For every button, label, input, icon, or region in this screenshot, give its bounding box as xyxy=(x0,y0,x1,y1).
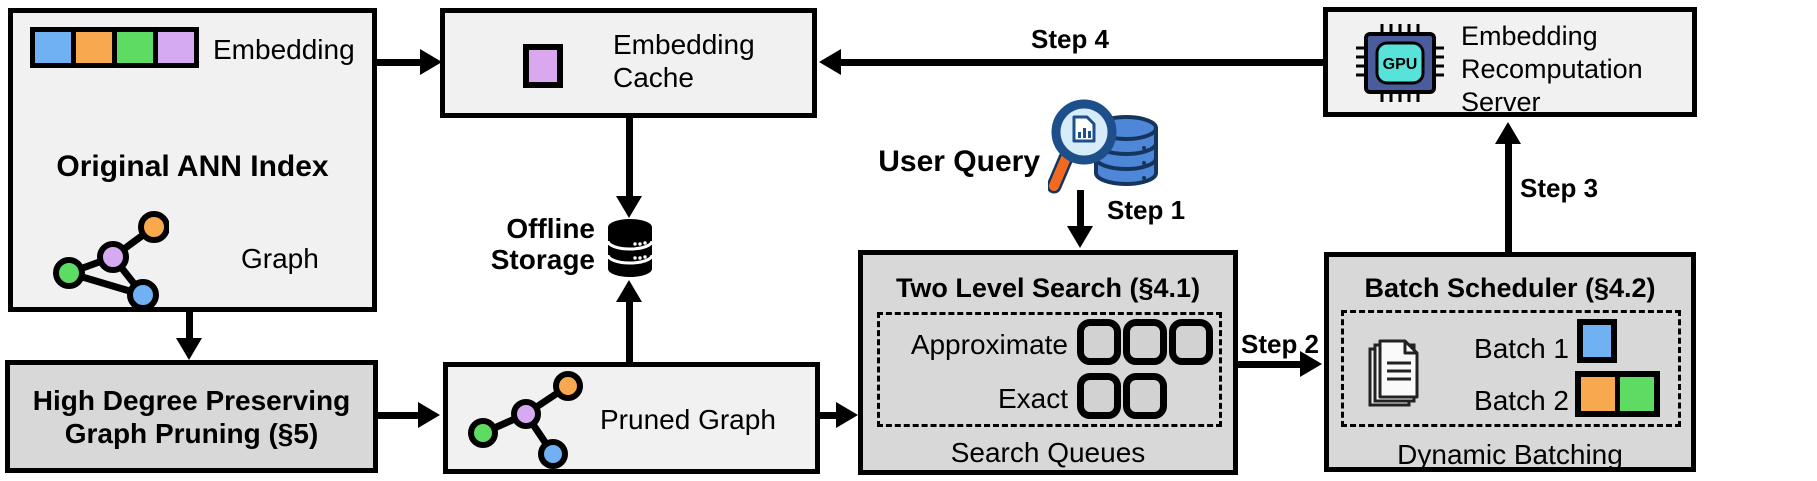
embedding-cache-line1: Embedding xyxy=(613,29,755,60)
user-query-icon xyxy=(1048,99,1158,194)
cached-embedding-swatch xyxy=(523,44,563,88)
swatch-divider xyxy=(1615,377,1620,411)
two-level-search-box: Two Level Search (§4.1) Approximate Exac… xyxy=(858,250,1238,475)
pruned-graph-label: Pruned Graph xyxy=(600,404,776,435)
batch-scheduler-box: Batch Scheduler (§4.2) Batch 1 Batch 2 D… xyxy=(1324,252,1696,472)
queue-slot xyxy=(1077,373,1121,419)
queue-slot xyxy=(1169,319,1213,365)
approximate-queue-label: Approximate xyxy=(910,329,1068,360)
embedding-swatch-orange xyxy=(71,27,117,68)
graph-label: Graph xyxy=(241,243,319,274)
batch-1-label: Batch 1 xyxy=(1474,333,1569,364)
step4-label: Step 4 xyxy=(1030,24,1110,54)
batch-scheduler-title: Batch Scheduler (§4.2) xyxy=(1364,273,1656,303)
two-level-search-title: Two Level Search (§4.1) xyxy=(895,273,1201,303)
step1-label: Step 1 xyxy=(1107,195,1186,225)
server-line2: Recomputation xyxy=(1461,54,1643,84)
queue-slot xyxy=(1123,319,1167,365)
query-document-glyph xyxy=(1072,115,1096,143)
recomputation-server-box: GPU Embedding Recomputation Server xyxy=(1323,7,1697,117)
embedding-swatch-green xyxy=(112,27,158,68)
batch-2-swatch-green xyxy=(1620,377,1654,411)
batch-2-swatch-orange xyxy=(1581,377,1615,411)
original-ann-index-title: Original ANN Index xyxy=(56,150,329,183)
search-queues-caption: Search Queues xyxy=(950,437,1146,468)
original-ann-index-box: Embedding Original ANN Index Graph xyxy=(8,8,377,312)
server-line1: Embedding xyxy=(1461,21,1598,51)
embedding-vector-icon xyxy=(30,27,199,68)
dynamic-batching-caption: Dynamic Batching xyxy=(1397,439,1623,470)
step2-label: Step 2 xyxy=(1240,329,1320,359)
embedding-label: Embedding xyxy=(213,34,355,65)
batch-2-swatches xyxy=(1575,371,1660,417)
step3-label: Step 3 xyxy=(1520,173,1599,203)
database-storage-icon xyxy=(606,219,654,277)
batch-1-swatch xyxy=(1577,319,1617,363)
pruned-graph-box: Pruned Graph xyxy=(443,362,820,474)
search-queues-group xyxy=(877,312,1222,427)
original-graph-icon xyxy=(53,211,169,311)
gpu-chip-label: GPU xyxy=(1383,56,1418,73)
queue-slot xyxy=(1123,373,1167,419)
batch-2-label: Batch 2 xyxy=(1474,385,1569,416)
user-query-label: User Query xyxy=(878,145,1040,178)
embedding-swatch-blue xyxy=(30,27,76,68)
high-degree-pruning-line2: Graph Pruning (§5) xyxy=(64,417,319,449)
exact-queue-slots xyxy=(1077,373,1167,419)
high-degree-pruning-line1: High Degree Preserving xyxy=(32,384,351,416)
offline-storage-line1: Offline xyxy=(506,213,595,244)
embedding-cache-line2: Cache xyxy=(613,62,694,93)
high-degree-pruning-box: High Degree Preserving Graph Pruning (§5… xyxy=(5,360,378,473)
exact-queue-label: Exact xyxy=(997,383,1068,414)
dynamic-batching-group xyxy=(1341,310,1681,427)
embedding-cache-box: Embedding Cache xyxy=(440,8,817,118)
offline-storage-line2: Storage xyxy=(490,244,595,275)
server-line3: Server xyxy=(1461,87,1541,117)
embedding-swatch-purple xyxy=(153,27,199,68)
documents-icon xyxy=(1368,339,1419,407)
pruned-graph-icon xyxy=(468,371,583,469)
gpu-chip-icon: GPU xyxy=(1356,24,1444,102)
queue-slot xyxy=(1077,319,1121,365)
approximate-queue-slots xyxy=(1077,319,1213,365)
